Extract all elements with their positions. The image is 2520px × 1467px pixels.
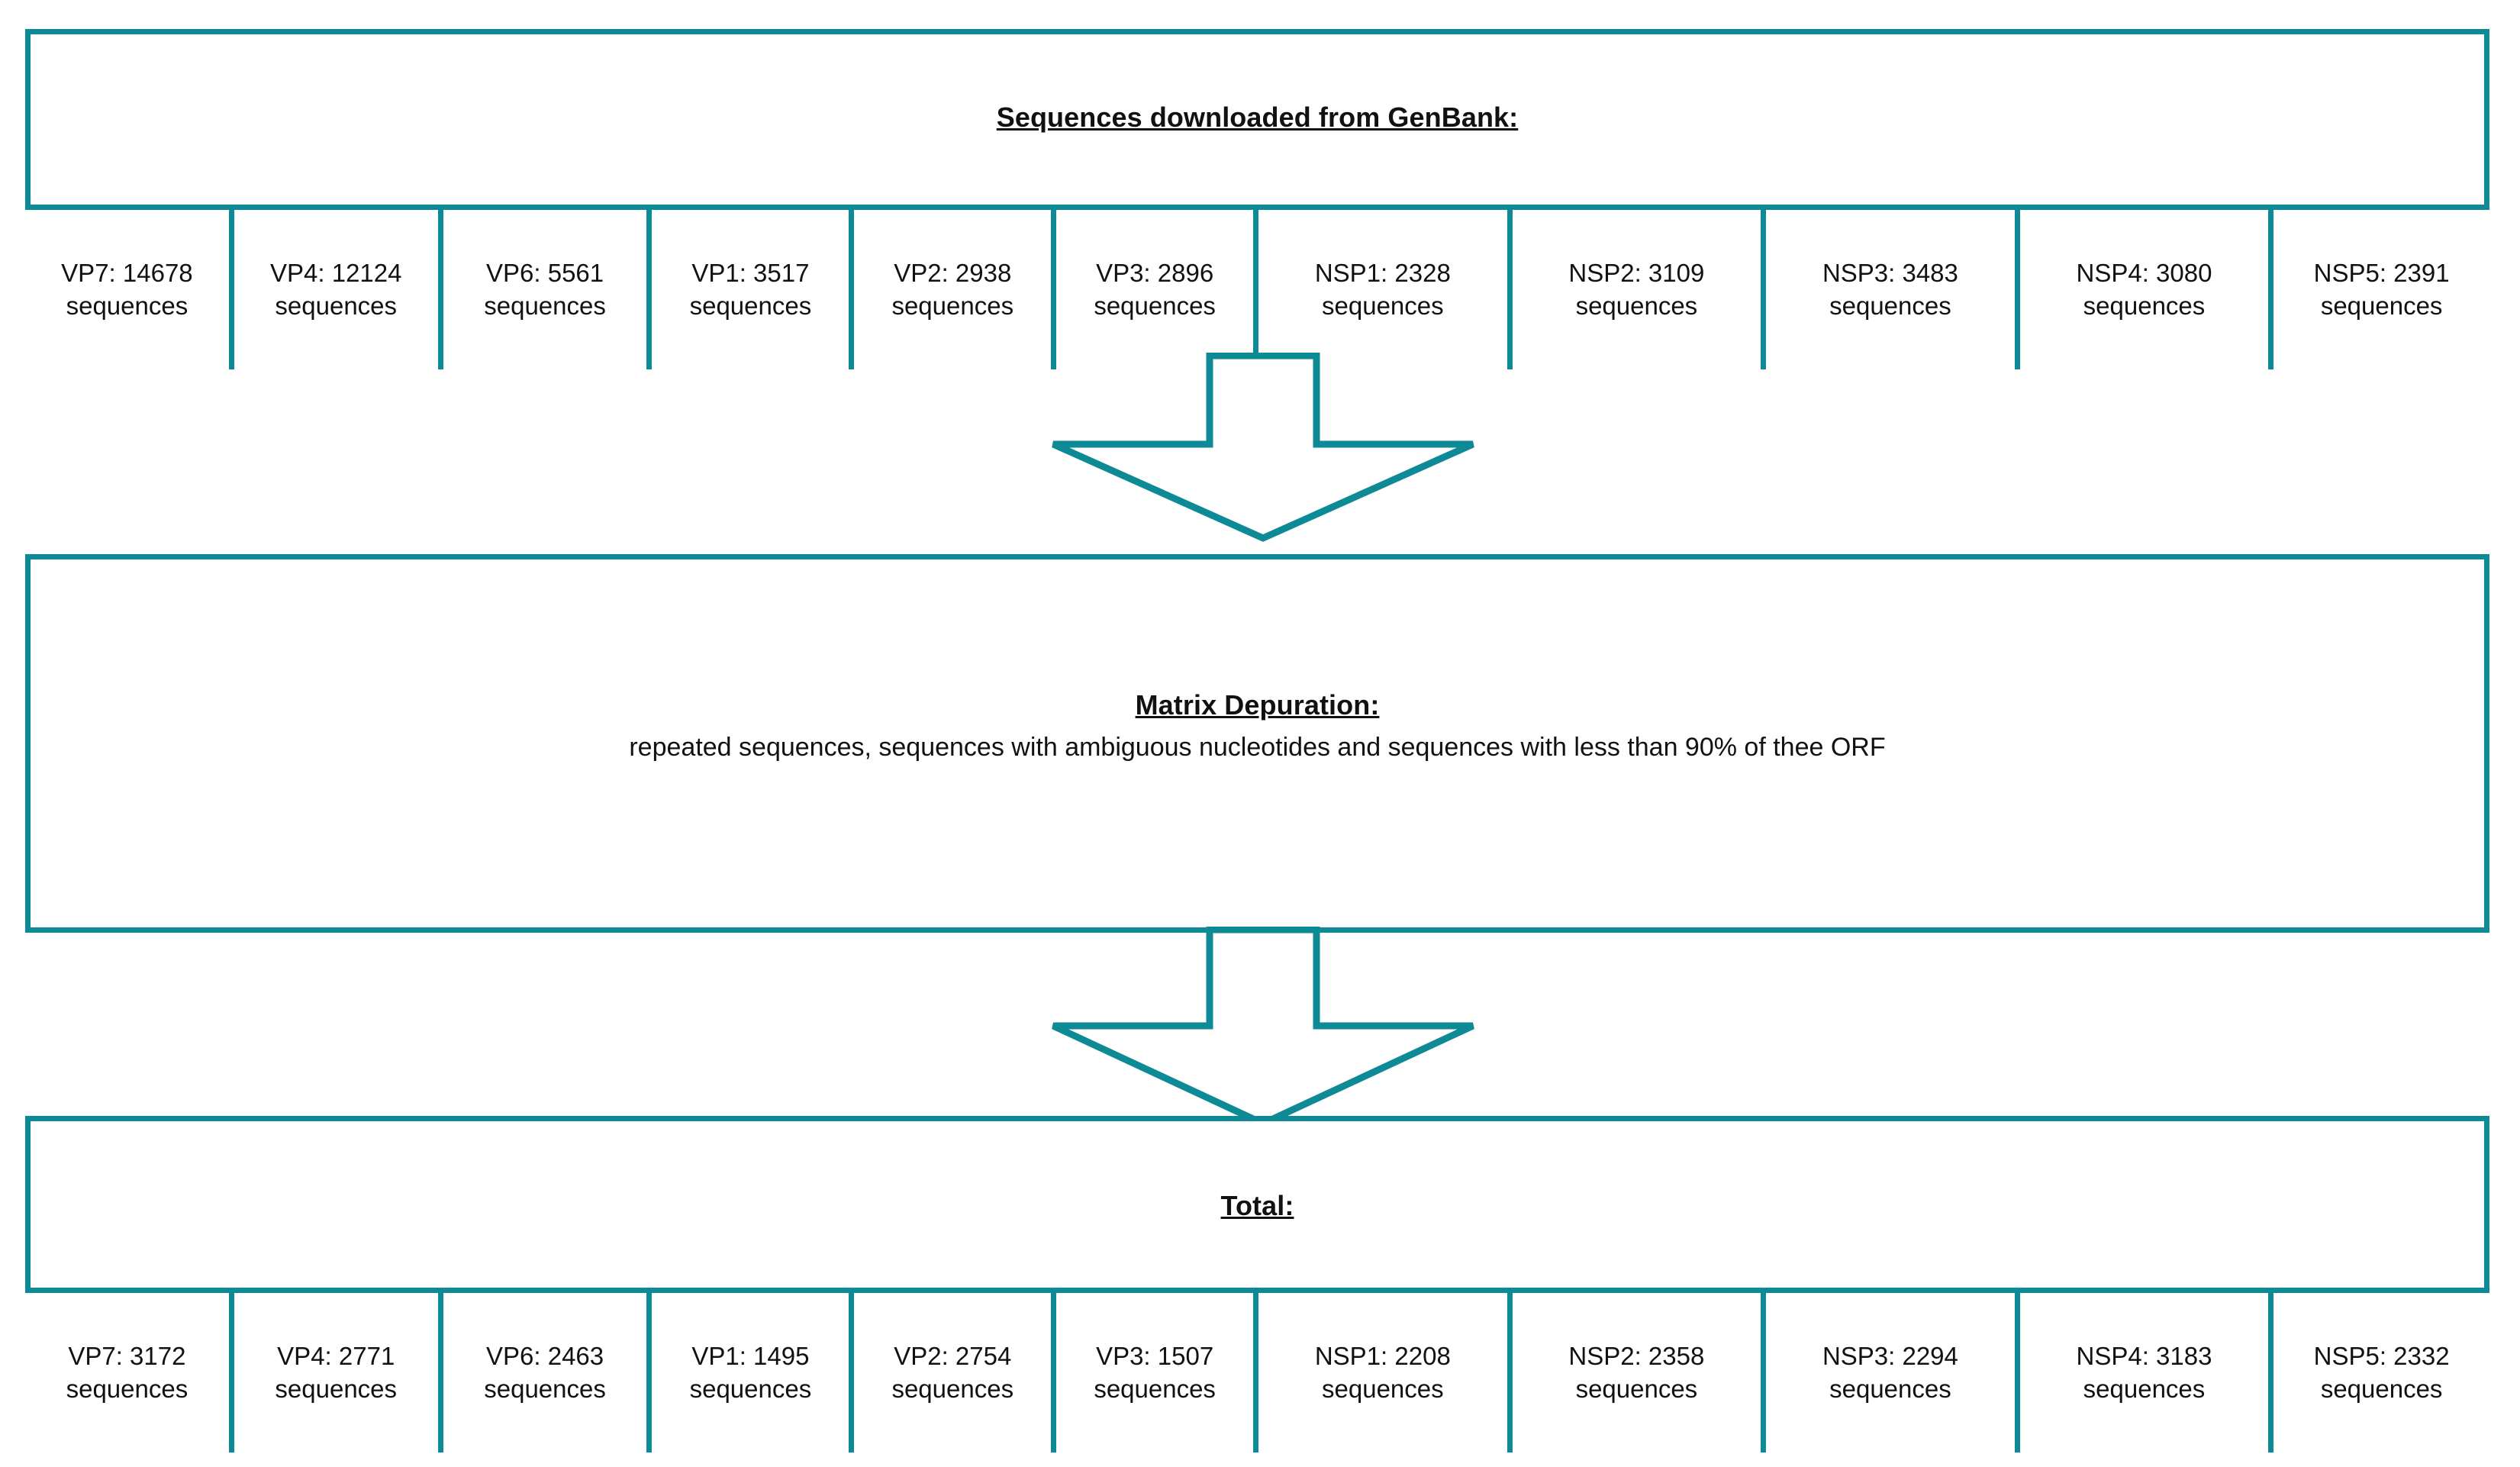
gene-cell: VP1: 3517 sequences bbox=[652, 210, 855, 369]
stage-heading-downloaded: Sequences downloaded from GenBank: bbox=[996, 102, 1519, 133]
gene-cell-count: NSP4: 3183 bbox=[2076, 1341, 2212, 1370]
gene-cell-count: VP7: 14678 bbox=[61, 258, 193, 287]
gene-cell: NSP2: 3109 sequences bbox=[1512, 210, 1767, 369]
gene-cell-count: VP6: 5561 bbox=[486, 258, 604, 287]
gene-cell: VP7: 3172 sequences bbox=[25, 1293, 234, 1452]
gene-cell-unit: sequences bbox=[2320, 1374, 2443, 1403]
gene-cell-unit: sequences bbox=[2083, 291, 2206, 320]
gene-cell: NSP1: 2208 sequences bbox=[1258, 1293, 1513, 1452]
gene-cell: NSP2: 2358 sequences bbox=[1512, 1293, 1767, 1452]
gene-cell-count: VP4: 12124 bbox=[270, 258, 402, 287]
stage-box-total: Total: VP7: 3172 sequences VP4: 2771 seq… bbox=[25, 1116, 2489, 1452]
gene-cell: NSP1: 2328 sequences bbox=[1258, 210, 1513, 369]
arrow-depuration-to-total-icon bbox=[1038, 927, 1488, 1129]
gene-cell: VP6: 5561 sequences bbox=[443, 210, 653, 369]
gene-cell-unit: sequences bbox=[1322, 1374, 1444, 1403]
gene-cell-unit: sequences bbox=[2320, 291, 2443, 320]
gene-cell-unit: sequences bbox=[1094, 1374, 1216, 1403]
gene-cell-count: NSP3: 3483 bbox=[1822, 258, 1958, 287]
gene-cell-unit: sequences bbox=[689, 1374, 812, 1403]
gene-cell: VP6: 2463 sequences bbox=[443, 1293, 653, 1452]
stage-subtext-depuration: repeated sequences, sequences with ambig… bbox=[629, 733, 1886, 762]
gene-cell-count: NSP5: 2391 bbox=[2313, 258, 2450, 287]
gene-cell-unit: sequences bbox=[2083, 1374, 2206, 1403]
gene-cell-count: NSP1: 2328 bbox=[1314, 258, 1451, 287]
gene-cell-count: NSP1: 2208 bbox=[1314, 1341, 1451, 1370]
gene-cell-count: VP4: 2771 bbox=[277, 1341, 395, 1370]
gene-cell: NSP4: 3183 sequences bbox=[2019, 1293, 2274, 1452]
gene-cell-count: NSP5: 2332 bbox=[2313, 1341, 2450, 1370]
gene-cell: VP2: 2938 sequences bbox=[854, 210, 1057, 369]
gene-cell-unit: sequences bbox=[275, 1374, 398, 1403]
gene-cell: NSP4: 3080 sequences bbox=[2019, 210, 2274, 369]
gene-cell-unit: sequences bbox=[484, 1374, 606, 1403]
gene-cell: VP1: 1495 sequences bbox=[652, 1293, 855, 1452]
gene-cell-unit: sequences bbox=[1829, 291, 1951, 320]
gene-cell-count: VP3: 2896 bbox=[1096, 258, 1214, 287]
gene-cell: VP3: 2896 sequences bbox=[1056, 210, 1259, 369]
gene-cell-count: VP2: 2754 bbox=[894, 1341, 1012, 1370]
stage-box-depuration: Matrix Depuration: repeated sequences, s… bbox=[25, 554, 2489, 933]
gene-cell: NSP3: 3483 sequences bbox=[1766, 210, 2020, 369]
gene-cell: NSP5: 2332 sequences bbox=[2273, 1293, 2489, 1452]
cell-strip-downloaded: VP7: 14678 sequences VP4: 12124 sequence… bbox=[25, 205, 2489, 369]
gene-cell-unit: sequences bbox=[66, 1374, 189, 1403]
gene-cell-count: VP1: 3517 bbox=[691, 258, 810, 287]
gene-cell-unit: sequences bbox=[891, 1374, 1014, 1403]
gene-cell-unit: sequences bbox=[1094, 291, 1216, 320]
stage-heading-total: Total: bbox=[1220, 1190, 1294, 1221]
gene-cell: VP7: 14678 sequences bbox=[25, 210, 234, 369]
gene-cell-count: VP2: 2938 bbox=[894, 258, 1012, 287]
gene-cell-count: VP1: 1495 bbox=[691, 1341, 810, 1370]
gene-cell-unit: sequences bbox=[1829, 1374, 1951, 1403]
gene-cell-count: NSP2: 2358 bbox=[1568, 1341, 1705, 1370]
gene-cell-unit: sequences bbox=[1575, 1374, 1698, 1403]
gene-cell-unit: sequences bbox=[1322, 291, 1444, 320]
gene-cell-count: VP7: 3172 bbox=[68, 1341, 186, 1370]
gene-cell-unit: sequences bbox=[484, 291, 606, 320]
arrow-download-to-depuration-icon bbox=[1038, 353, 1488, 543]
gene-cell-unit: sequences bbox=[275, 291, 398, 320]
stage-heading-depuration: Matrix Depuration: bbox=[1135, 689, 1380, 721]
gene-cell-unit: sequences bbox=[891, 291, 1014, 320]
gene-cell: VP4: 2771 sequences bbox=[234, 1293, 443, 1452]
gene-cell-count: VP3: 1507 bbox=[1096, 1341, 1214, 1370]
stage-box-downloaded: Sequences downloaded from GenBank: VP7: … bbox=[25, 29, 2489, 369]
gene-cell-count: VP6: 2463 bbox=[486, 1341, 604, 1370]
cell-strip-total: VP7: 3172 sequences VP4: 2771 sequences … bbox=[25, 1288, 2489, 1452]
gene-cell-count: NSP4: 3080 bbox=[2076, 258, 2212, 287]
gene-cell: NSP3: 2294 sequences bbox=[1766, 1293, 2020, 1452]
gene-cell-count: NSP3: 2294 bbox=[1822, 1341, 1958, 1370]
gene-cell: NSP5: 2391 sequences bbox=[2273, 210, 2489, 369]
gene-cell-unit: sequences bbox=[66, 291, 189, 320]
gene-cell-unit: sequences bbox=[689, 291, 812, 320]
gene-cell-count: NSP2: 3109 bbox=[1568, 258, 1705, 287]
gene-cell: VP2: 2754 sequences bbox=[854, 1293, 1057, 1452]
gene-cell: VP4: 12124 sequences bbox=[234, 210, 443, 369]
gene-cell: VP3: 1507 sequences bbox=[1056, 1293, 1259, 1452]
gene-cell-unit: sequences bbox=[1575, 291, 1698, 320]
